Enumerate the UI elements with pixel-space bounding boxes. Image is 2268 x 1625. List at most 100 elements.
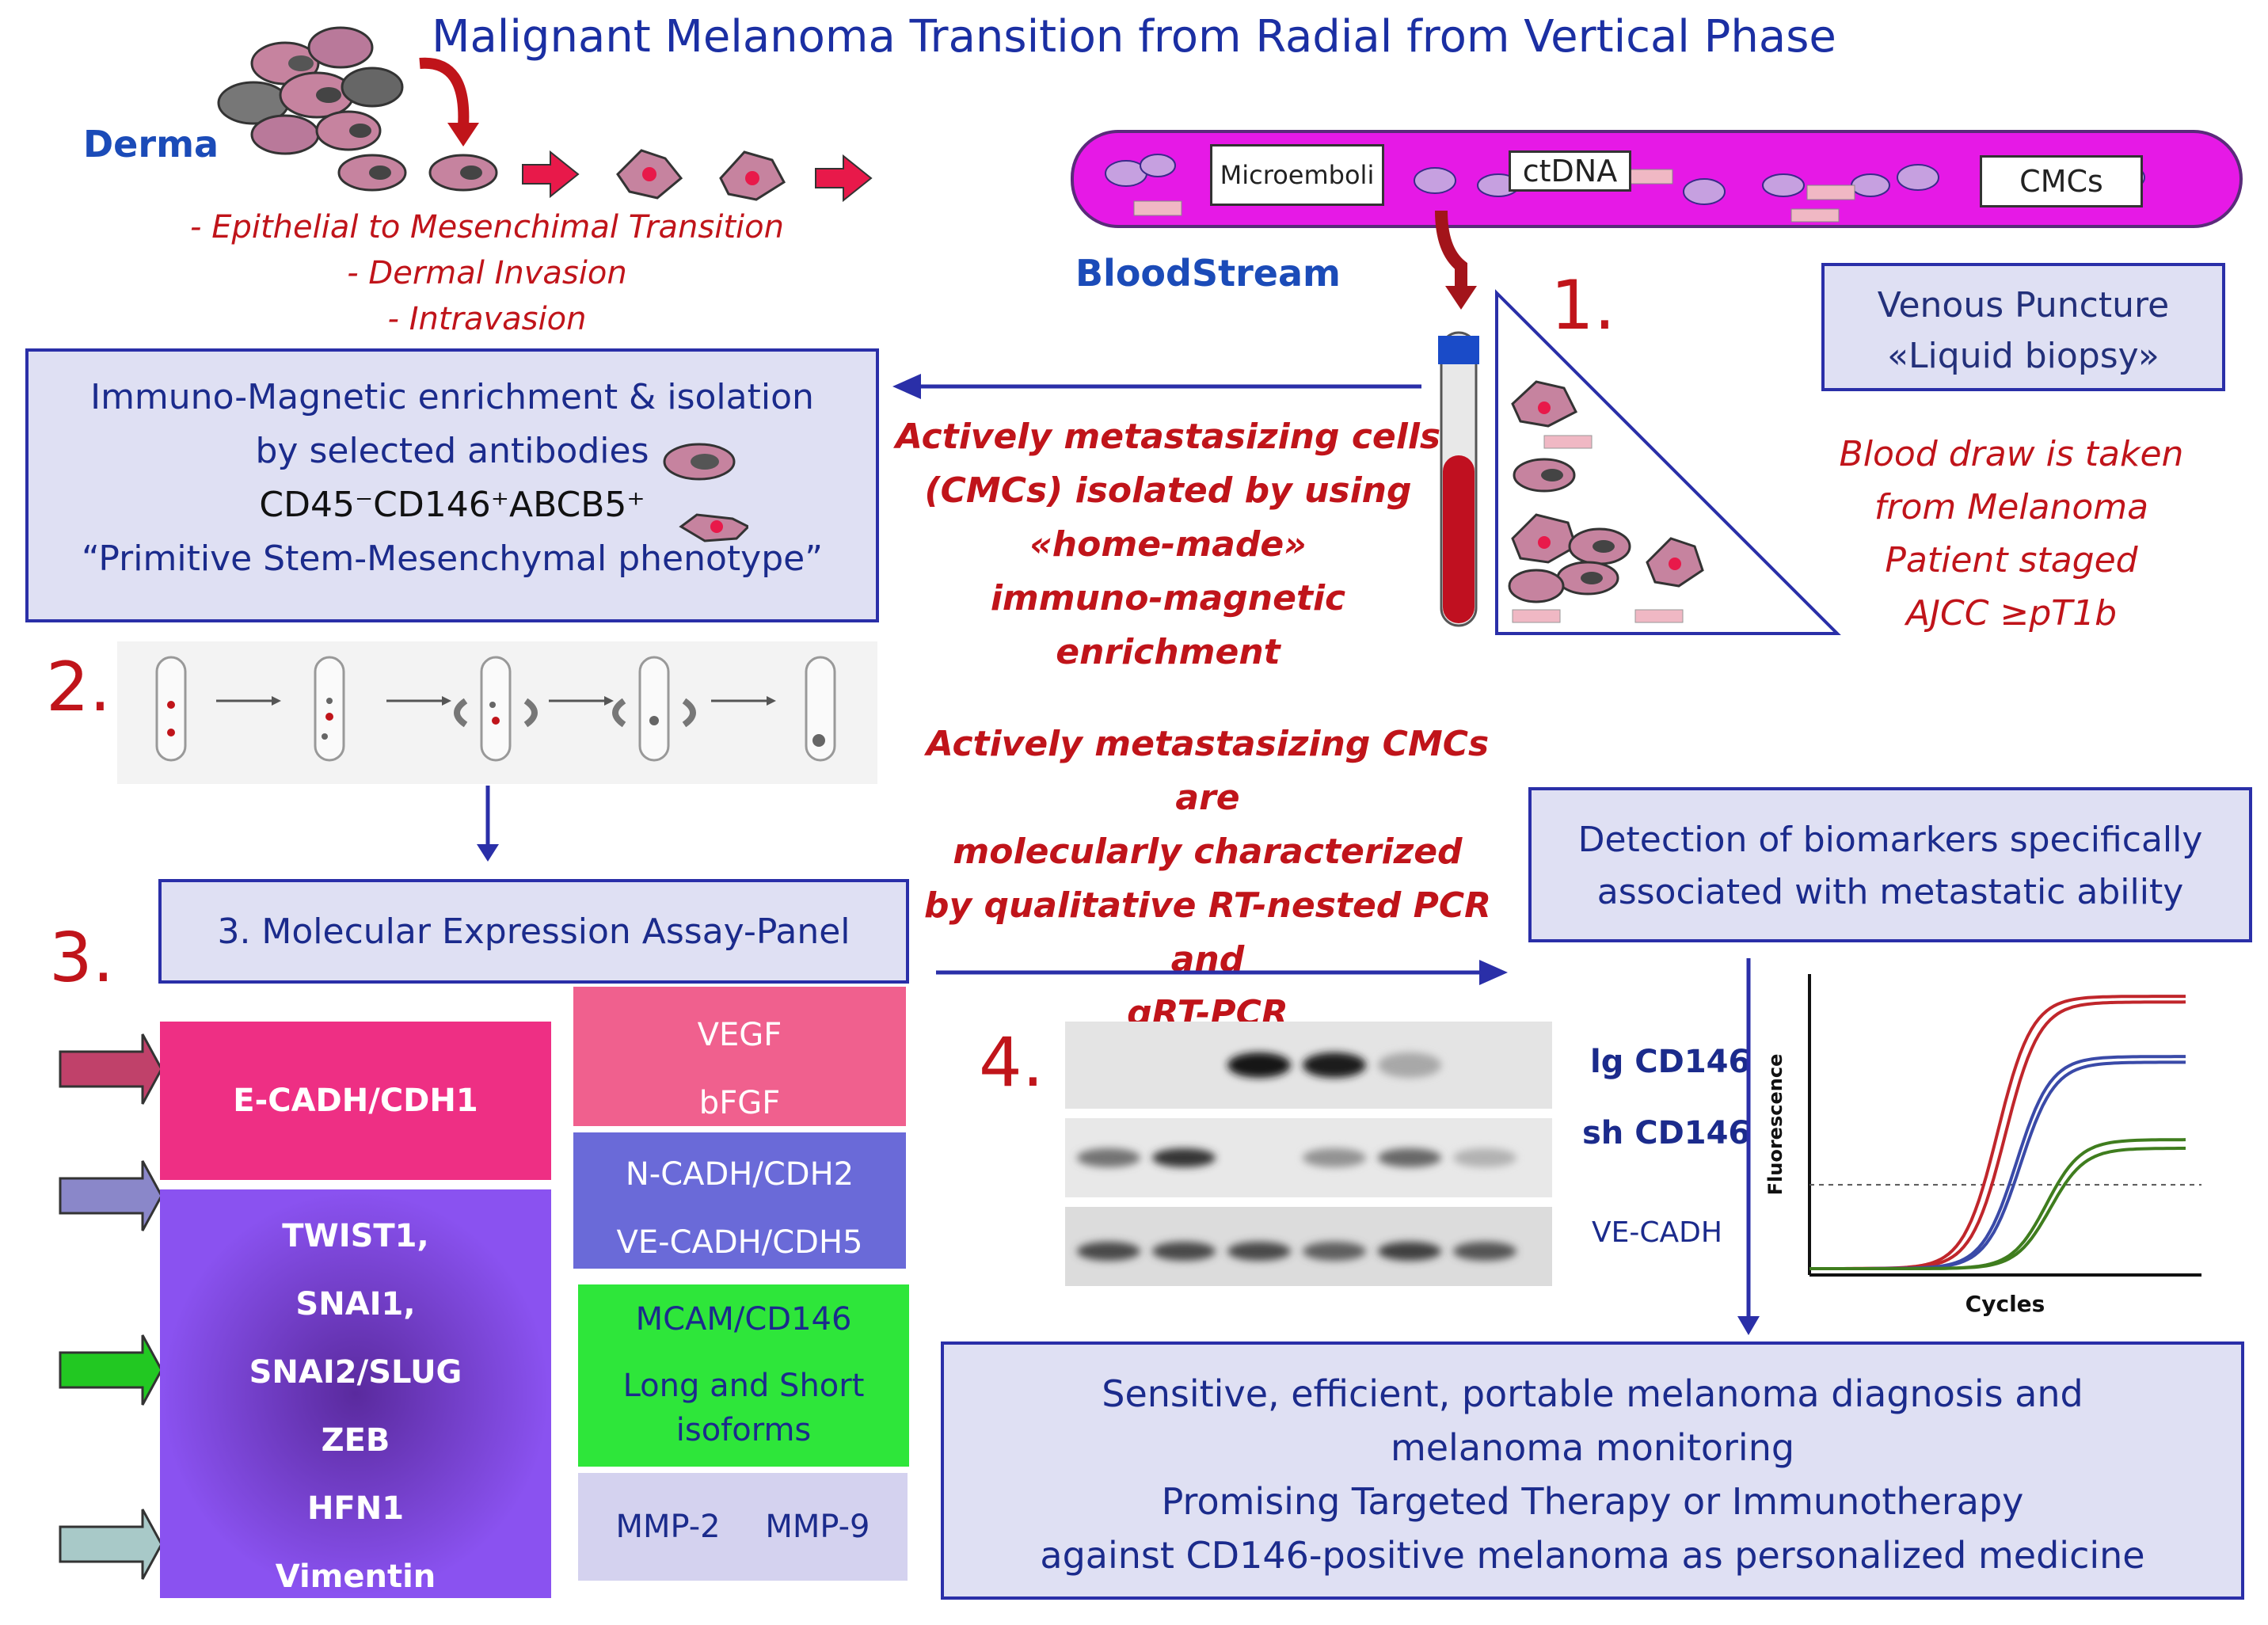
mcam-panel: MCAM/CD146 Long and Short isoforms (578, 1284, 909, 1467)
detection-to-conclusion-arrow (1737, 958, 1760, 1335)
cadherin-marker: VE-CADH/CDH5 (616, 1224, 863, 1261)
derma-step: - Intravasion (387, 301, 587, 337)
assay-panel-title-box: 3. Molecular Expression Assay-Panel (158, 879, 909, 984)
qpcr-y-label: Fluorescence (1764, 1054, 1787, 1196)
derma-steps: - Epithelial to Mesenchimal Transition -… (0, 204, 974, 342)
emt-marker: Vimentin (275, 1558, 436, 1595)
gel-band (1453, 1148, 1516, 1167)
e-cadh-label: E-CADH/CDH1 (233, 1083, 478, 1119)
vessel-to-tube-arrow (1435, 210, 1477, 310)
isolation-line: Immuno-Magnetic enrichment & isolation (90, 377, 814, 417)
tube-cap (1438, 336, 1479, 364)
panel-to-detection-arrow (936, 960, 1508, 985)
conclusion-line: against CD146-positive melanoma as perso… (1040, 1534, 2145, 1577)
step-3-number: 3. (49, 919, 115, 998)
derma-label: Derma (83, 123, 219, 166)
venous-puncture-line: Venous Puncture (1877, 285, 2170, 325)
isolation-markers: CD45⁻CD146⁺ABCB5⁺ (259, 485, 645, 525)
qpcr-curve (1809, 1147, 2186, 1270)
tube-to-isolation-arrow (892, 374, 1421, 399)
step-4-number: 4. (979, 1023, 1045, 1102)
gel-band (1227, 1242, 1291, 1261)
gel-label-sh-cd146: sh CD146 (1582, 1115, 1751, 1151)
growth-factor: VEGF (697, 1017, 782, 1053)
gel-band (1227, 1052, 1291, 1078)
emt-marker: TWIST1, (282, 1218, 429, 1254)
immuno-magnetic-isolation-box: Immuno-Magnetic enrichment & isolation b… (25, 348, 879, 622)
conclusion-line: Promising Targeted Therapy or Immunother… (1161, 1480, 2024, 1523)
derma-step: - Epithelial to Mesenchimal Transition (190, 209, 784, 245)
mmp-2-label: MMP-2 (615, 1509, 721, 1545)
blood-draw-line: from Melanoma (1874, 487, 2149, 527)
marker-arrows (59, 1033, 163, 1580)
cadherin-panel: N-CADH/CDH2 VE-CADH/CDH5 (573, 1132, 906, 1269)
arrow-twist (59, 1160, 163, 1231)
isolation-description-line: «home-made» (1029, 524, 1307, 565)
gel-band (1378, 1052, 1441, 1078)
emt-markers-panel: TWIST1, SNAI1, SNAI2/SLUG ZEB HFN1 Vimen… (160, 1189, 551, 1598)
curved-arrow (419, 57, 470, 127)
venous-puncture-box: Venous Puncture «Liquid biopsy» (1821, 263, 2225, 391)
conclusion-box: Sensitive, efficient, portable melanoma … (941, 1341, 2244, 1600)
detection-line: associated with metastatic ability (1596, 872, 2184, 912)
gel-band (1152, 1148, 1216, 1167)
characterization-line: Actively metastasizing CMCs are (926, 724, 1490, 818)
magnetic-separation-illustration (117, 641, 877, 784)
bloodstream-label: BloodStream (1075, 252, 1341, 295)
conclusion-line: melanoma monitoring (1390, 1426, 1795, 1469)
gel-electrophoresis (1065, 1022, 1552, 1286)
emt-marker: SNAI2/SLUG (249, 1354, 462, 1391)
step-1-number: 1. (1551, 266, 1616, 345)
gel-label-ve-cadh: VE-CADH (1592, 1216, 1722, 1249)
characterization-line: molecularly characterized (953, 832, 1463, 872)
e-cadh-panel: E-CADH/CDH1 (160, 1022, 551, 1180)
characterization-description: Actively metastasizing CMCs are molecula… (895, 717, 1520, 1041)
qpcr-x-label: Cycles (1965, 1291, 2045, 1317)
gel-band (1303, 1148, 1366, 1167)
blood-draw-text: Blood draw is taken from Melanoma Patien… (1790, 428, 2233, 640)
tumor-cluster (217, 26, 404, 155)
detection-box: Detection of biomarkers specifically ass… (1528, 787, 2252, 942)
isolation-description-line: immuno-magnetic (990, 578, 1346, 618)
emt-marker: SNAI1, (295, 1286, 416, 1322)
growth-factor: bFGF (698, 1085, 781, 1121)
arrow-vimentin (59, 1509, 163, 1580)
vessel-tag-microemboli: Microemboli (1210, 144, 1384, 206)
characterization-line: by qualitative RT-nested PCR and (923, 885, 1492, 980)
mmp-panel: MMP-2 MMP-9 (578, 1473, 908, 1581)
step-2-number: 2. (46, 648, 112, 727)
arrow-e-cadh (59, 1033, 163, 1105)
isolation-description-line: enrichment (1056, 632, 1281, 672)
conclusion-line: Sensitive, efficient, portable melanoma … (1102, 1372, 2083, 1415)
mmp-9-label: MMP-9 (765, 1509, 870, 1545)
isolation-description-line: Actively metastasizing cells (895, 417, 1441, 457)
mcam-isoforms: isoforms (675, 1412, 812, 1448)
gel-band (1303, 1052, 1366, 1078)
isolation-phenotype: “Primitive Stem-Mesenchymal phenotype” (81, 538, 823, 579)
blood-draw-line: Blood draw is taken (1839, 434, 2184, 474)
gel-band (1378, 1148, 1441, 1167)
blood-draw-line: AJCC ≥pT1b (1905, 593, 2118, 634)
qpcr-chart: Fluorescence Cycles (1764, 974, 2201, 1317)
arrow-snai (59, 1334, 163, 1406)
gel-band (1152, 1242, 1216, 1261)
figure-title: Malignant Melanoma Transition from Radia… (432, 11, 1836, 63)
mcam-isoforms: Long and Short (622, 1368, 865, 1404)
mcam-label: MCAM/CD146 (635, 1301, 852, 1338)
derma-cells-illustration (217, 26, 873, 203)
growth-factor-panel: VEGF bFGF (573, 987, 906, 1126)
cadherin-marker: N-CADH/CDH2 (625, 1156, 854, 1193)
gel-band (1303, 1242, 1366, 1261)
gel-band (1077, 1242, 1140, 1261)
isolation-description-line: (CMCs) isolated by using (924, 470, 1412, 511)
blood-draw-line: Patient staged (1885, 540, 2138, 580)
venous-puncture-line: «Liquid biopsy» (1887, 336, 2160, 376)
emt-marker: ZEB (321, 1422, 390, 1459)
derma-step: - Dermal Invasion (347, 255, 627, 291)
gel-band (1077, 1148, 1140, 1167)
gel-band (1453, 1242, 1516, 1261)
isolation-cell-icons (663, 443, 748, 542)
blood-tube-and-cells (1438, 289, 1841, 635)
isolation-line: by selected antibodies (255, 431, 649, 471)
vessel-tag-cmcs: CMCs (1980, 155, 2143, 207)
